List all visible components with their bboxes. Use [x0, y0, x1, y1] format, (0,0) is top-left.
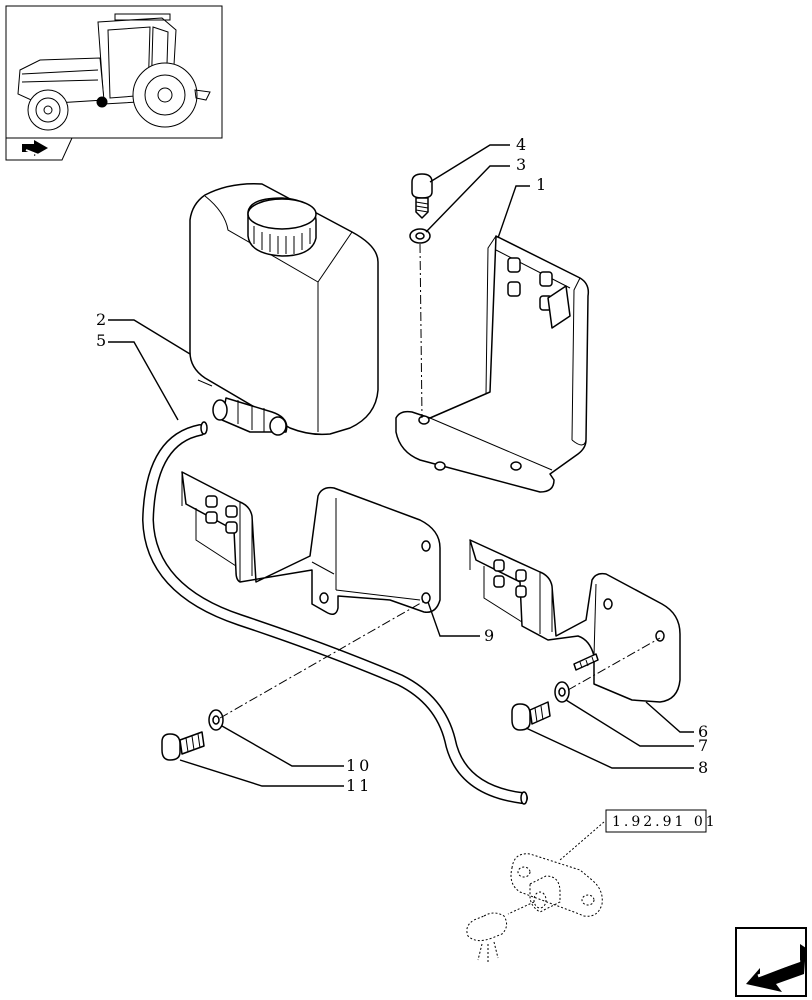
callout-6: 6: [698, 722, 708, 741]
reference-link[interactable]: 1.92.91 01: [605, 809, 718, 833]
washer-pump: [212, 397, 288, 436]
callout-11: 11: [346, 776, 372, 795]
reservoir-cap: [247, 197, 317, 257]
callout-10: 10: [346, 756, 372, 775]
callout-3: 3: [516, 155, 526, 174]
leader-lines: [108, 144, 694, 787]
lamp-detail: [466, 821, 605, 962]
upper-washer: [409, 228, 431, 244]
middle-screw: [161, 731, 205, 761]
callout-5: 5: [96, 331, 106, 350]
callout-8: 8: [698, 758, 708, 777]
upper-screw: [411, 173, 433, 219]
lower-washer: [554, 681, 570, 703]
middle-washer: [208, 709, 224, 731]
tractor-thumbnail: [5, 5, 223, 139]
callout-4: 4: [516, 135, 526, 154]
lower-stud: [573, 653, 599, 671]
next-page-button[interactable]: [735, 927, 807, 997]
washer-hose: [141, 421, 528, 805]
callout-9: 9: [484, 626, 494, 645]
tractor-icon: [17, 13, 211, 131]
reference-label: 1.92.91 01: [612, 814, 718, 830]
next-page-arrow-icon: [746, 944, 806, 992]
callout-2: 2: [96, 310, 106, 329]
lower-bracket: [469, 539, 681, 703]
section-arrow-icon: [22, 140, 48, 159]
callout-labels: 4 3 1 2 5 9 10 11 6 7 8: [96, 135, 708, 795]
lower-screw: [511, 701, 551, 731]
middle-bracket: [181, 471, 441, 615]
callout-7: 7: [698, 736, 708, 755]
section-tab[interactable]: [5, 137, 73, 161]
callout-1: 1: [536, 175, 546, 194]
upper-bracket: [395, 235, 590, 493]
washer-reservoir: [189, 182, 379, 436]
